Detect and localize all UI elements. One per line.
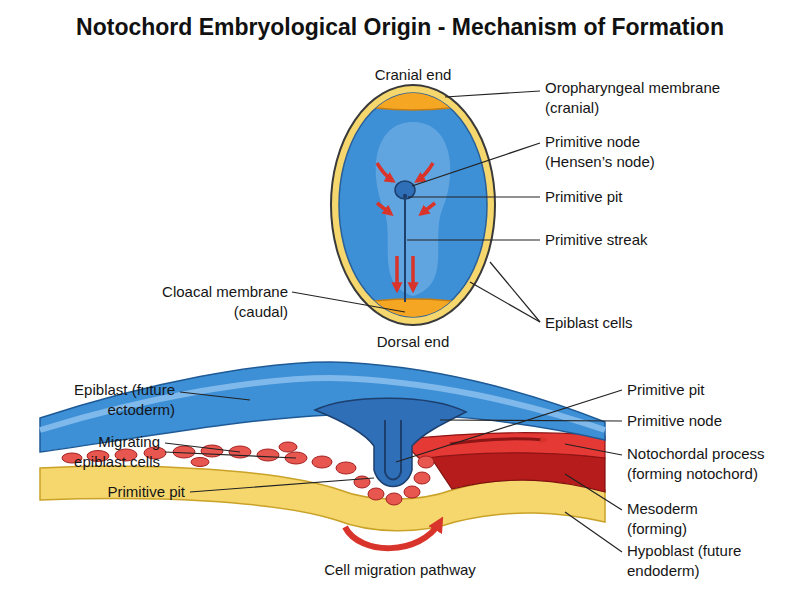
leader-line: [408, 196, 540, 197]
leader-line: [565, 474, 622, 510]
callout-label: Primitive node (Hensen’s node): [545, 132, 695, 172]
leader-line: [565, 444, 622, 455]
callout-label: Epiblast (future ectoderm): [35, 380, 175, 420]
callout-label: Primitive streak: [545, 230, 695, 250]
callout-label: Mesoderm (forming): [627, 499, 722, 539]
leader-line: [292, 292, 405, 312]
leader-line: [180, 392, 250, 400]
cell: [404, 486, 420, 498]
leader-line: [440, 420, 622, 421]
migration-pathway-arrow: [345, 522, 440, 548]
primitive-pit-groove: [385, 420, 401, 480]
primitive-streak: [404, 198, 406, 302]
leader-line: [165, 452, 296, 458]
oropharyngeal-membrane: [330, 85, 496, 110]
cell: [386, 493, 402, 505]
primitive-pit: [403, 194, 407, 198]
leader-line: [407, 239, 540, 240]
leader-line: [412, 143, 540, 186]
cell: [201, 445, 223, 457]
primitive-node-section: [315, 398, 466, 486]
cell: [368, 488, 384, 500]
extension-arrow: [450, 439, 545, 444]
migration-arrow: [377, 203, 391, 214]
leader-line: [565, 512, 622, 552]
cell: [336, 462, 356, 474]
migration-arrow: [417, 163, 433, 181]
leader-line: [445, 91, 540, 97]
callout-label: Primitive node: [627, 411, 777, 431]
callout-label: Epiblast cells: [545, 313, 695, 333]
callout-label: Oropharyngeal membrane (cranial): [545, 78, 745, 118]
callout-label: Primitive pit: [545, 187, 695, 207]
callout-label: Hypoblast (future endoderm): [627, 541, 762, 581]
epiblast-surface: [339, 93, 487, 317]
leader-line: [190, 478, 374, 492]
migration-arrow: [377, 163, 393, 181]
cell: [312, 456, 332, 468]
callout-label: Cell migration pathway: [280, 560, 520, 580]
cell: [354, 476, 370, 488]
migration-arrow: [411, 256, 415, 290]
embryo-disc-rim: [331, 85, 495, 325]
migration-arrow: [395, 256, 399, 290]
callout-label: Primitive pit: [45, 482, 185, 502]
cell: [279, 442, 297, 452]
callout-label: Migrating epiblast cells: [60, 432, 160, 472]
leader-line: [165, 443, 240, 452]
leader-line: [490, 262, 540, 322]
primitive-node: [395, 181, 415, 199]
cell: [414, 472, 430, 484]
leader-lines: [292, 91, 540, 322]
callout-label: Dorsal end: [353, 332, 473, 352]
membrane-group: [330, 85, 496, 330]
leader-line: [470, 282, 540, 322]
diagram-title: Notochord Embryological Origin - Mechani…: [0, 12, 800, 42]
callout-label: Cloacal membrane (caudal): [143, 282, 288, 322]
leader-lines: [165, 390, 622, 552]
mesoderm-layer: [430, 452, 605, 492]
cell: [257, 449, 279, 461]
leader-line: [396, 390, 622, 462]
migration-arrow: [421, 203, 435, 214]
streak-region: [376, 122, 451, 296]
cell: [191, 458, 209, 467]
callout-label: Cranial end: [353, 65, 473, 85]
cell: [418, 456, 434, 468]
callout-label: Primitive pit: [627, 380, 777, 400]
callout-label: Notochordal process (forming notochord): [627, 444, 792, 484]
